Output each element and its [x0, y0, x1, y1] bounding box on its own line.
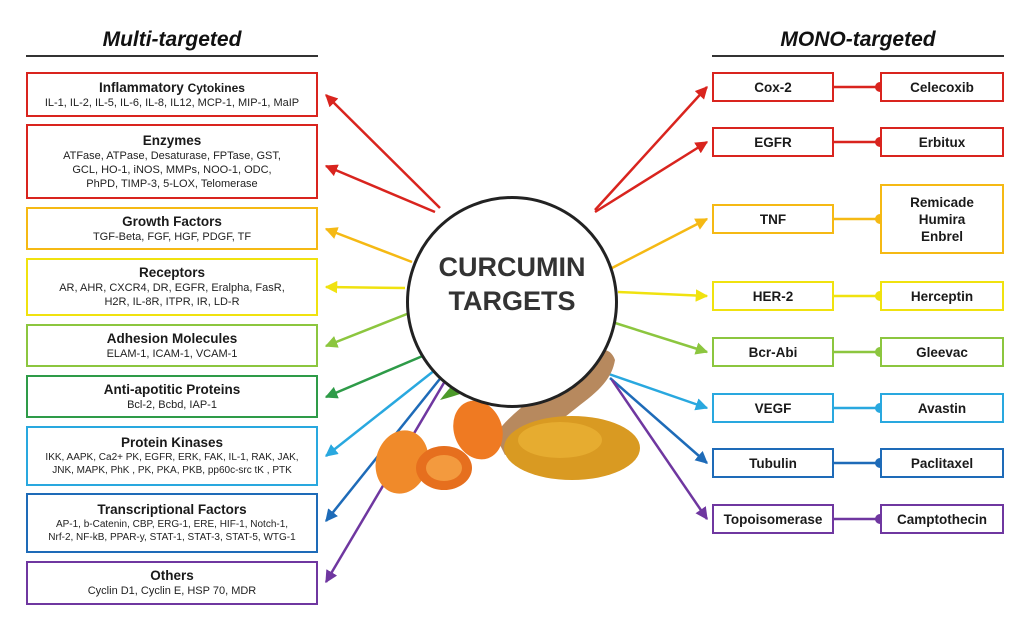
drug-name: Herceptin [910, 288, 974, 304]
target-box-receptors: Receptors AR, AHR, CXCR4, DR, EGFR, Eral… [26, 258, 318, 316]
drug-name: Erbitux [918, 134, 966, 150]
target-details: GCL, HO-1, iNOS, MMPs, NOO-1, ODC, [72, 163, 272, 176]
connector-arrow [610, 379, 709, 521]
target-title: Anti-apotitic Proteins [103, 381, 241, 397]
target-details: Nrf-2, NF-kB, PPAR-y, STAT-1, STAT-3, ST… [48, 532, 296, 543]
target-title: Transcriptional Factors [97, 502, 247, 517]
drug-box-tnf-inhibitors: Remicade Humira Enbrel [880, 184, 1004, 254]
connector-arrow [324, 227, 413, 264]
mono-targeted-heading: MONO-targeted [780, 28, 936, 51]
target-box-growth-factors: Growth Factors TGF-Beta, FGF, HGF, PDGF,… [26, 207, 318, 250]
center-title-line-1: CURCUMIN [438, 252, 586, 282]
mono-target-bcr-abi: Bcr-Abi [712, 337, 834, 367]
drug-name: Humira [918, 211, 966, 227]
mono-target-her-2: HER-2 [712, 281, 834, 311]
drug-box-herceptin: Herceptin [880, 281, 1004, 311]
connector-arrow [617, 289, 709, 302]
drug-name: Enbrel [920, 228, 963, 244]
heading-underline [26, 55, 318, 57]
drug-name: Camptothecin [896, 511, 987, 527]
target-details: JNK, MAPK, PhK , PK, PKA, PKB, pp60c-src… [52, 465, 292, 476]
target-details: H2R, IL-8R, ITPR, IR, LD-R [104, 296, 240, 308]
target-box-protein-kinases: Protein Kinases IKK, AAPK, Ca2+ PK, EGFR… [26, 426, 318, 486]
target-box-transcriptional-factors: Transcriptional Factors AP-1, b-Catenin,… [26, 493, 318, 553]
drug-box-camptothecin: Camptothecin [880, 504, 1004, 534]
center-circle [406, 196, 618, 408]
center-title-line-2: TARGETS [448, 286, 576, 316]
target-details: IKK, AAPK, Ca2+ PK, EGFR, ERK, FAK, IL-1… [45, 452, 299, 463]
drug-box-gleevac: Gleevac [880, 337, 1004, 367]
drug-box-paclitaxel: Paclitaxel [880, 448, 1004, 478]
mono-target-egfr: EGFR [712, 127, 834, 157]
target-title: Growth Factors [122, 213, 222, 229]
connector-arrow [325, 94, 441, 209]
target-title: Receptors [138, 265, 206, 280]
target-details: TGF-Beta, FGF, HGF, PDGF, TF [92, 230, 252, 243]
connector-arrow [324, 280, 406, 294]
drug-box-celecoxib: Celecoxib [880, 72, 1004, 102]
target-title: Others [150, 568, 194, 583]
connector-arrow [325, 369, 436, 457]
connector-arrow [594, 86, 708, 211]
mono-target-vegf: VEGF [712, 393, 834, 423]
target-details: Cyclin D1, Cyclin E, HSP 70, MDR [87, 585, 257, 597]
connector-arrow [609, 377, 708, 464]
heading-underline [712, 55, 1004, 57]
connector-arrow [324, 353, 426, 399]
target-details: AP-1, b-Catenin, CBP, ERG-1, ERE, HIF-1,… [55, 519, 289, 530]
drug-box-avastin: Avastin [880, 393, 1004, 423]
mono-target-tubulin: Tubulin [712, 448, 834, 478]
drug-name: Gleevac [916, 344, 968, 360]
target-title: Enzymes [142, 132, 202, 148]
mono-target-cox-2: Cox-2 [712, 72, 834, 102]
drug-box-erbitux: Erbitux [880, 127, 1004, 157]
drug-name: Avastin [917, 400, 967, 416]
target-title: Inflammatory Cytokines [99, 79, 245, 95]
target-details: IL-1, IL-2, IL-5, IL-6, IL-8, IL12, MCP-… [44, 96, 300, 109]
target-details: AR, AHR, CXCR4, DR, EGFR, Eralpha, FasR, [59, 282, 285, 294]
connector-arrow [324, 310, 413, 348]
target-title: Protein Kinases [120, 435, 224, 450]
target-title: Adhesion Molecules [106, 330, 238, 346]
target-details: Bcl-2, Bcbd, IAP-1 [127, 398, 217, 411]
target-details: PhPD, TIMP-3, 5-LOX, Telomerase [86, 177, 258, 190]
target-details: ATFase, ATPase, Desaturase, FPTase, GST, [63, 149, 281, 162]
mono-target-tnf: TNF [712, 204, 834, 234]
turmeric-slice-icon [453, 400, 503, 460]
connector-arrow [611, 320, 709, 355]
connector-arrow [324, 164, 436, 214]
target-box-others: Others Cyclin D1, Cyclin E, HSP 70, MDR [26, 561, 318, 605]
target-details: ELAM-1, ICAM-1, VCAM-1 [106, 347, 238, 360]
connector-arrow [594, 140, 709, 214]
target-box-adhesion-molecules: Adhesion Molecules ELAM-1, ICAM-1, VCAM-… [26, 324, 318, 367]
drug-name: Celecoxib [910, 79, 974, 95]
center-title: CURCUMIN TARGETS [406, 250, 618, 318]
mono-target-topoisomerase: Topoisomerase [712, 504, 834, 534]
connector-arrow [611, 217, 709, 270]
target-box-enzymes: Enzymes ATFase, ATPase, Desaturase, FPTa… [26, 124, 318, 199]
turmeric-slice-icon [375, 430, 429, 494]
target-box-anti-apotitic-proteins: Anti-apotitic Proteins Bcl-2, Bcbd, IAP-… [26, 375, 318, 418]
multi-targeted-heading: Multi-targeted [102, 28, 242, 51]
drug-name: Remicade [910, 194, 974, 210]
target-box-inflammatory-cytokines: Inflammatory Cytokines IL-1, IL-2, IL-5,… [26, 72, 318, 117]
connector-arrow [602, 370, 709, 411]
drug-name: Paclitaxel [910, 455, 974, 471]
